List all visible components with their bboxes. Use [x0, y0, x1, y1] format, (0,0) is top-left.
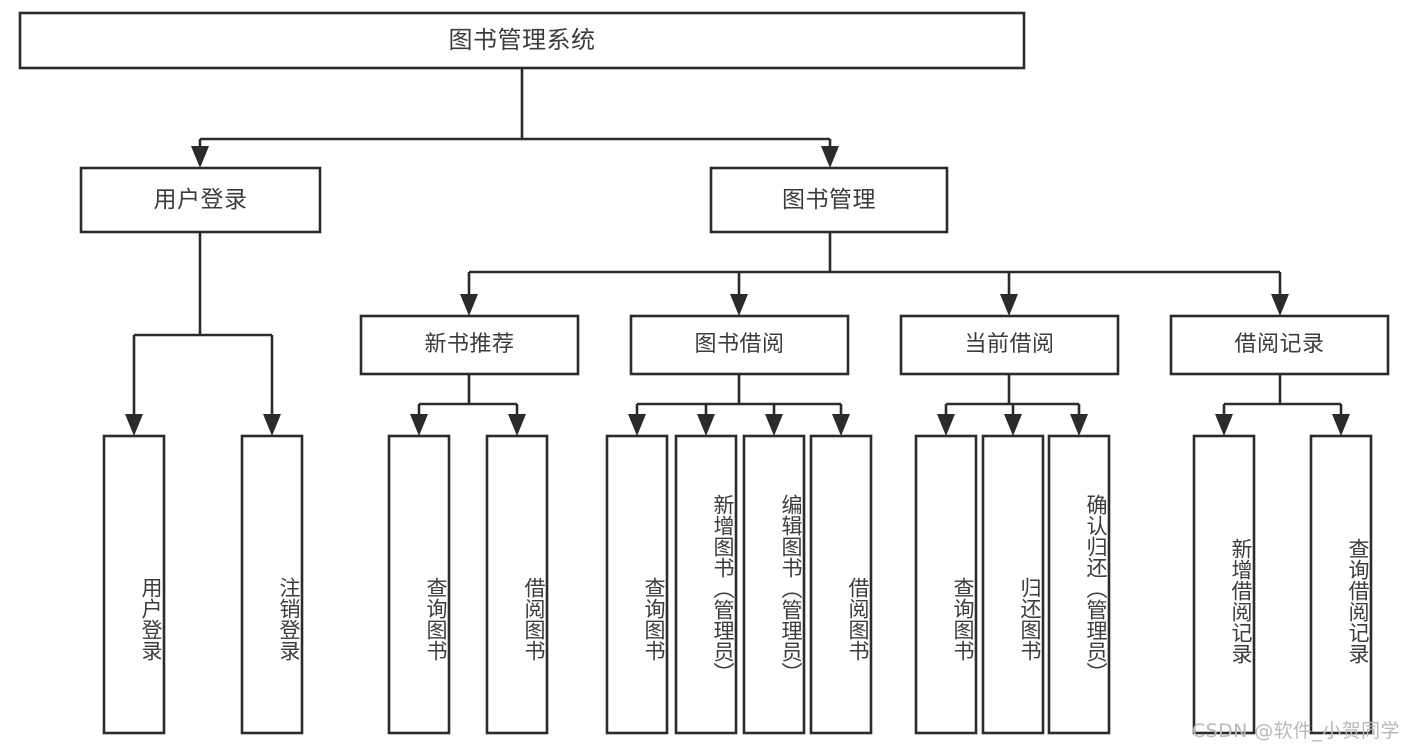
edge-root-to-level2-bus — [198, 68, 832, 152]
node-box-leaf-query-record[interactable] — [1309, 434, 1373, 735]
node-box-book-manage[interactable] — [709, 166, 949, 234]
arrow-borrow-record-to-leaf-add-record — [1215, 414, 1233, 436]
node-box-root[interactable] — [18, 11, 1026, 70]
node-box-new-book-rec[interactable] — [359, 314, 580, 376]
node-box-leaf-add-record[interactable] — [1192, 434, 1256, 735]
node-box-leaf-logout[interactable] — [240, 434, 304, 735]
connector-layer — [125, 68, 1350, 436]
arrow-current-borrow-to-leaf-return-book — [1004, 414, 1022, 436]
node-box-leaf-borrow-book-1[interactable] — [485, 434, 549, 735]
edge-book-borrow-to-leaves-bus — [635, 374, 843, 420]
arrow-user-login-to-leaf-user-login — [125, 414, 143, 436]
arrow-new-book-rec-to-leaf-query-book-1 — [410, 414, 428, 436]
edge-user-login-to-leaves-bus — [132, 232, 274, 420]
node-box-leaf-edit-book[interactable] — [742, 434, 806, 735]
arrow-user-login-to-leaf-logout — [263, 414, 281, 436]
arrow-book-borrow-to-leaf-add-book — [697, 414, 715, 436]
node-box-leaf-add-book[interactable] — [674, 434, 738, 735]
arrow-book-borrow-to-leaf-query-book-2 — [628, 414, 646, 436]
node-box-leaf-confirm-return[interactable] — [1047, 434, 1111, 735]
node-box-current-borrow[interactable] — [899, 314, 1120, 376]
edge-current-borrow-to-leaves-bus — [944, 374, 1081, 420]
arrow-book-manage-to-borrow-record — [1271, 294, 1289, 316]
node-box-layer — [18, 11, 1390, 735]
node-box-leaf-user-login[interactable] — [102, 434, 166, 735]
arrow-borrow-record-to-leaf-query-record — [1332, 414, 1350, 436]
edge-new-book-rec-to-leaves-bus — [417, 374, 519, 420]
node-box-borrow-record[interactable] — [1169, 314, 1390, 376]
arrow-root-to-book-manage — [821, 146, 839, 168]
edge-borrow-record-to-leaves-bus — [1222, 374, 1343, 420]
arrow-current-borrow-to-leaf-confirm-return — [1070, 414, 1088, 436]
arrow-root-to-user-login — [191, 146, 209, 168]
arrow-book-manage-to-new-book-rec — [460, 294, 478, 316]
node-box-user-login[interactable] — [79, 166, 322, 234]
arrow-book-manage-to-current-borrow — [1000, 294, 1018, 316]
edge-book-manage-to-level3-bus — [467, 232, 1282, 300]
node-box-leaf-borrow-book-2[interactable] — [809, 434, 873, 735]
node-box-leaf-return-book[interactable] — [981, 434, 1045, 735]
node-box-leaf-query-book-2[interactable] — [605, 434, 669, 735]
node-box-leaf-query-book-1[interactable] — [387, 434, 451, 735]
node-box-book-borrow[interactable] — [629, 314, 850, 376]
arrow-book-borrow-to-leaf-edit-book — [765, 414, 783, 436]
arrow-current-borrow-to-leaf-query-book-3 — [937, 414, 955, 436]
arrow-new-book-rec-to-leaf-borrow-book-1 — [508, 414, 526, 436]
arrow-book-borrow-to-leaf-borrow-book-2 — [832, 414, 850, 436]
node-box-leaf-query-book-3[interactable] — [914, 434, 978, 735]
arrow-book-manage-to-book-borrow — [730, 294, 748, 316]
